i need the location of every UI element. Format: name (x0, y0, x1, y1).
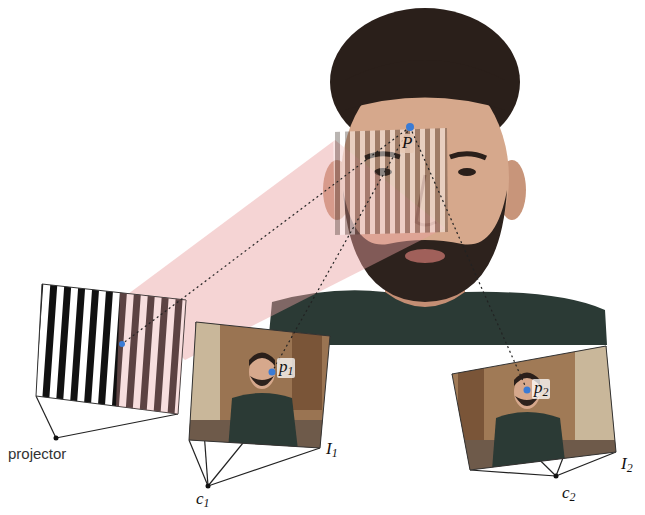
frustum-line (56, 414, 178, 438)
lips (405, 249, 445, 263)
point-label: P (400, 134, 414, 153)
ray (272, 127, 410, 372)
pattern-point (119, 341, 125, 347)
pattern-highlight (116, 293, 186, 414)
ray (410, 127, 527, 390)
frustum-line (189, 440, 208, 486)
camera-1-illustration (185, 318, 335, 489)
device-label: projector (8, 446, 66, 463)
symbol-letter: c (196, 489, 204, 508)
projector-center (54, 436, 59, 441)
symbol-letter: p (279, 357, 288, 376)
symbol-letter: I (326, 439, 332, 458)
camera-2-photo (448, 342, 620, 475)
symbol-subscript: 2 (543, 385, 549, 399)
symbol-subscript: 1 (204, 496, 210, 510)
image-point (269, 369, 276, 376)
symbol-subscript: 2 (627, 461, 633, 475)
camera-label: c1 (196, 490, 210, 510)
image-label: I2 (621, 455, 633, 475)
ray (122, 127, 410, 344)
camera-center (206, 484, 211, 489)
projection-rays (122, 127, 527, 390)
eye (458, 168, 476, 176)
camera-label: c2 (562, 484, 576, 504)
projector-illustration (36, 284, 186, 441)
frustum-line (470, 470, 556, 476)
hairline (345, 60, 505, 110)
image-plane (452, 346, 616, 470)
eyebrow (450, 154, 486, 158)
image-plane (189, 322, 330, 448)
symbol-subscript: 2 (570, 490, 576, 504)
image-point (524, 387, 531, 394)
symbol-subscript: 1 (288, 364, 294, 378)
point-label: p2 (532, 379, 550, 399)
stripe-pattern (36, 284, 186, 414)
frustum-line (208, 448, 320, 486)
symbol-letter: p (534, 378, 543, 397)
symbol-subscript: 1 (332, 446, 338, 460)
symbol-letter: I (621, 454, 627, 473)
frustum-line (36, 396, 56, 438)
surface-point (406, 123, 414, 131)
image-label: I1 (326, 440, 338, 460)
camera-1-photo (185, 318, 335, 455)
projected-stripes (333, 128, 448, 235)
point-label: p1 (277, 358, 295, 378)
camera-2-illustration (448, 342, 620, 479)
camera-center (554, 474, 559, 479)
symbol-letter: c (562, 483, 570, 502)
